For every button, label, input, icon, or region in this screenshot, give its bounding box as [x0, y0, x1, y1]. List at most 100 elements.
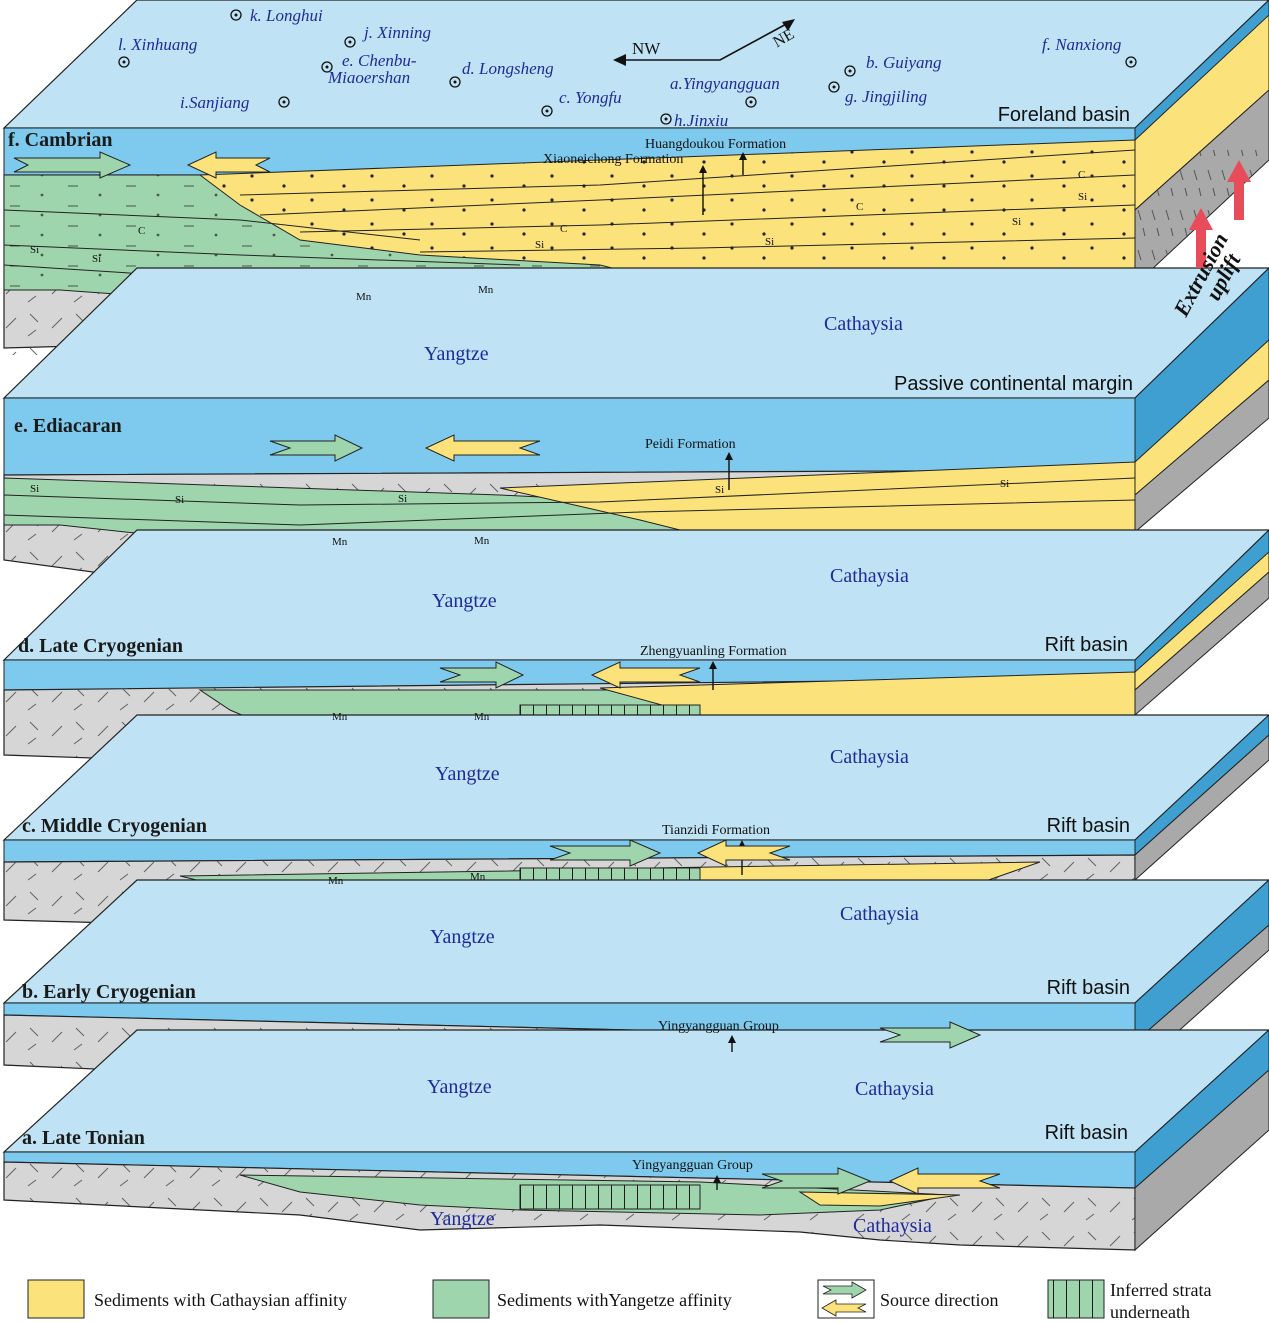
- legend-label-yangtze: Sediments withYangetze affinity: [497, 1290, 732, 1310]
- panel-f-formation: Huangdoukou Formation: [645, 137, 786, 152]
- compass-ne-arrowhead: [782, 19, 795, 31]
- panel-a-basement-side: [1134, 1069, 1269, 1252]
- panel-e-basin-type: Passive continental margin: [894, 373, 1133, 395]
- panel-a-cathaysia-label: Cathaysia: [853, 1215, 932, 1237]
- source-arrow-yellow: [186, 151, 271, 179]
- legend-label-cathaysian: Sediments with Cathaysian affinity: [94, 1290, 347, 1310]
- lith-c-label: C: [1078, 169, 1085, 181]
- lith-mn-label: Mn: [474, 711, 490, 723]
- legend-item-source: Source direction: [817, 1279, 998, 1319]
- panel-d-yellow-side: [1134, 551, 1269, 692]
- site-label-miaoershan: Miaoershan: [327, 68, 410, 87]
- legend-swatch-inferred: [1047, 1279, 1105, 1319]
- site-label-xinhuang: l. Xinhuang: [118, 35, 197, 54]
- site-longsheng: d. Longsheng: [449, 59, 554, 88]
- source-arrow-yellow: [590, 661, 701, 689]
- panel-a-yangtze-label: Yangtze: [430, 1208, 495, 1230]
- uplift-arrow: [1227, 160, 1251, 220]
- panel-b-yangtze-label: Yangtze: [427, 1076, 492, 1098]
- site-label-sanjiang: i.Sanjiang: [180, 93, 249, 112]
- panel-d-cathaysia-label: Cathaysia: [830, 746, 909, 768]
- lith-si-label: Si: [30, 483, 39, 495]
- lith-mn-label: Mn: [332, 536, 348, 548]
- site-label-jingjiling: g. Jingjiling: [845, 87, 927, 106]
- legend-swatch-cathaysian: [27, 1279, 85, 1319]
- uplift-arrow: [1189, 208, 1213, 268]
- legend-item-inferred: Inferred strata underneath: [1047, 1279, 1211, 1322]
- lith-si-label: Si: [175, 494, 184, 506]
- lith-mn-label: Mn: [478, 284, 494, 296]
- panel-f-formation-2: Xiaoneichong Formation: [543, 152, 683, 167]
- lith-mn-label: Mn: [332, 711, 348, 723]
- lith-c-label: C: [856, 201, 863, 213]
- panel-b-title: b. Early Cryogenian: [22, 981, 196, 1003]
- panel-b-sea-side: [1134, 879, 1269, 1044]
- source-arrow-green: [269, 434, 364, 462]
- site-label-yingyangguan: a.Yingyangguan: [670, 74, 780, 93]
- panel-e-sea-front: [3, 397, 1136, 476]
- compass-nw-arrowhead: [613, 54, 626, 66]
- source-arrow-green: [13, 151, 132, 179]
- compass-nw-label: NW: [632, 39, 661, 58]
- legend-swatch-yangtze: [432, 1279, 490, 1319]
- panel-c-cathaysia-label: Cathaysia: [840, 903, 919, 925]
- panel-a-title: a. Late Tonian: [22, 1127, 145, 1149]
- panel-a-formation: Yingyangguan Group: [632, 1158, 753, 1173]
- site-label-guiyang: b. Guiyang: [866, 53, 942, 72]
- site-label-chenbu: e. Chenbu-: [342, 51, 417, 70]
- panel-e-basement-side: [1134, 379, 1269, 534]
- panel-c-sea-side: [1134, 714, 1269, 857]
- source-arrow-green: [549, 839, 662, 867]
- panel-b-cathaysia-label: Cathaysia: [855, 1078, 934, 1100]
- lith-si-label: Si: [398, 493, 407, 505]
- site-label-yongfu: c. Yongfu: [559, 88, 622, 107]
- lith-c-label: C: [138, 225, 145, 237]
- panel-f-cathaysia-label: Cathaysia: [824, 313, 903, 335]
- panel-c-basin-type: Rift basin: [1047, 815, 1130, 837]
- site-nanxiong: f. Nanxiong: [1042, 35, 1137, 68]
- panel-e-formation: Peidi Formation: [645, 437, 736, 452]
- site-guiyang: b. Guiyang: [844, 53, 942, 77]
- panel-c-title: c. Middle Cryogenian: [22, 815, 207, 837]
- panel-e-title: e. Ediacaran: [14, 415, 122, 437]
- site-yongfu: c. Yongfu: [541, 88, 622, 117]
- legend-label-inferred-2: underneath: [1110, 1302, 1190, 1322]
- site-xinning: j. Xinning: [344, 23, 431, 48]
- site-label-jinxiu: h.Jinxiu: [674, 111, 728, 130]
- panel-a-inferred-strata: [519, 1184, 701, 1210]
- site-label-longsheng: d. Longsheng: [462, 59, 554, 78]
- panel-e-yellow-side: [1134, 339, 1269, 497]
- site-sanjiang: i.Sanjiang: [180, 93, 290, 112]
- site-xinhuang: l. Xinhuang: [118, 35, 197, 68]
- legend-label-inferred-1: Inferred strata: [1110, 1280, 1211, 1300]
- panel-labels: f. Cambrian Foreland basin e. Ediacaran …: [8, 104, 1133, 1149]
- lith-mn-label: Mn: [328, 875, 344, 887]
- map-sites: k. Longhui l. Xinhuang j. Xinning e. Che…: [118, 6, 1137, 130]
- panel-a-sea-side: [1134, 1029, 1269, 1190]
- compass: NW NE: [613, 19, 797, 66]
- lith-mn-label: Mn: [356, 291, 372, 303]
- source-arrow-green: [761, 1167, 872, 1195]
- site-jinxiu: h.Jinxiu: [660, 111, 728, 130]
- lith-si-label: Si: [30, 244, 39, 256]
- source-arrow-yellow: [888, 1167, 1001, 1195]
- panel-a-cathaysian-sediment: [798, 1191, 961, 1207]
- panel-c-yangtze-label: Yangtze: [430, 926, 495, 948]
- site-yingyangguan: a.Yingyangguan: [670, 74, 780, 108]
- panel-d-formation: Zhengyuanling Formation: [640, 644, 787, 659]
- lith-mn-label: Mn: [470, 871, 486, 883]
- lith-si-label: Si: [1078, 191, 1087, 203]
- site-label-xinning: j. Xinning: [362, 23, 431, 42]
- panel-e-sea-side: [1134, 267, 1269, 467]
- source-arrow-yellow: [424, 434, 541, 462]
- site-jingjiling: g. Jingjiling: [828, 81, 927, 106]
- site-chenbu: e. Chenbu-Miaoershan: [321, 51, 417, 87]
- site-label-longhui: k. Longhui: [250, 6, 323, 25]
- lith-si-label: Si: [535, 239, 544, 251]
- legend-item-cathaysian: Sediments with Cathaysian affinity: [27, 1279, 347, 1319]
- panel-d-basement-side: [1134, 571, 1269, 717]
- panel-c-formation: Tianzidi Formation: [662, 823, 770, 838]
- source-arrow-green: [439, 661, 525, 689]
